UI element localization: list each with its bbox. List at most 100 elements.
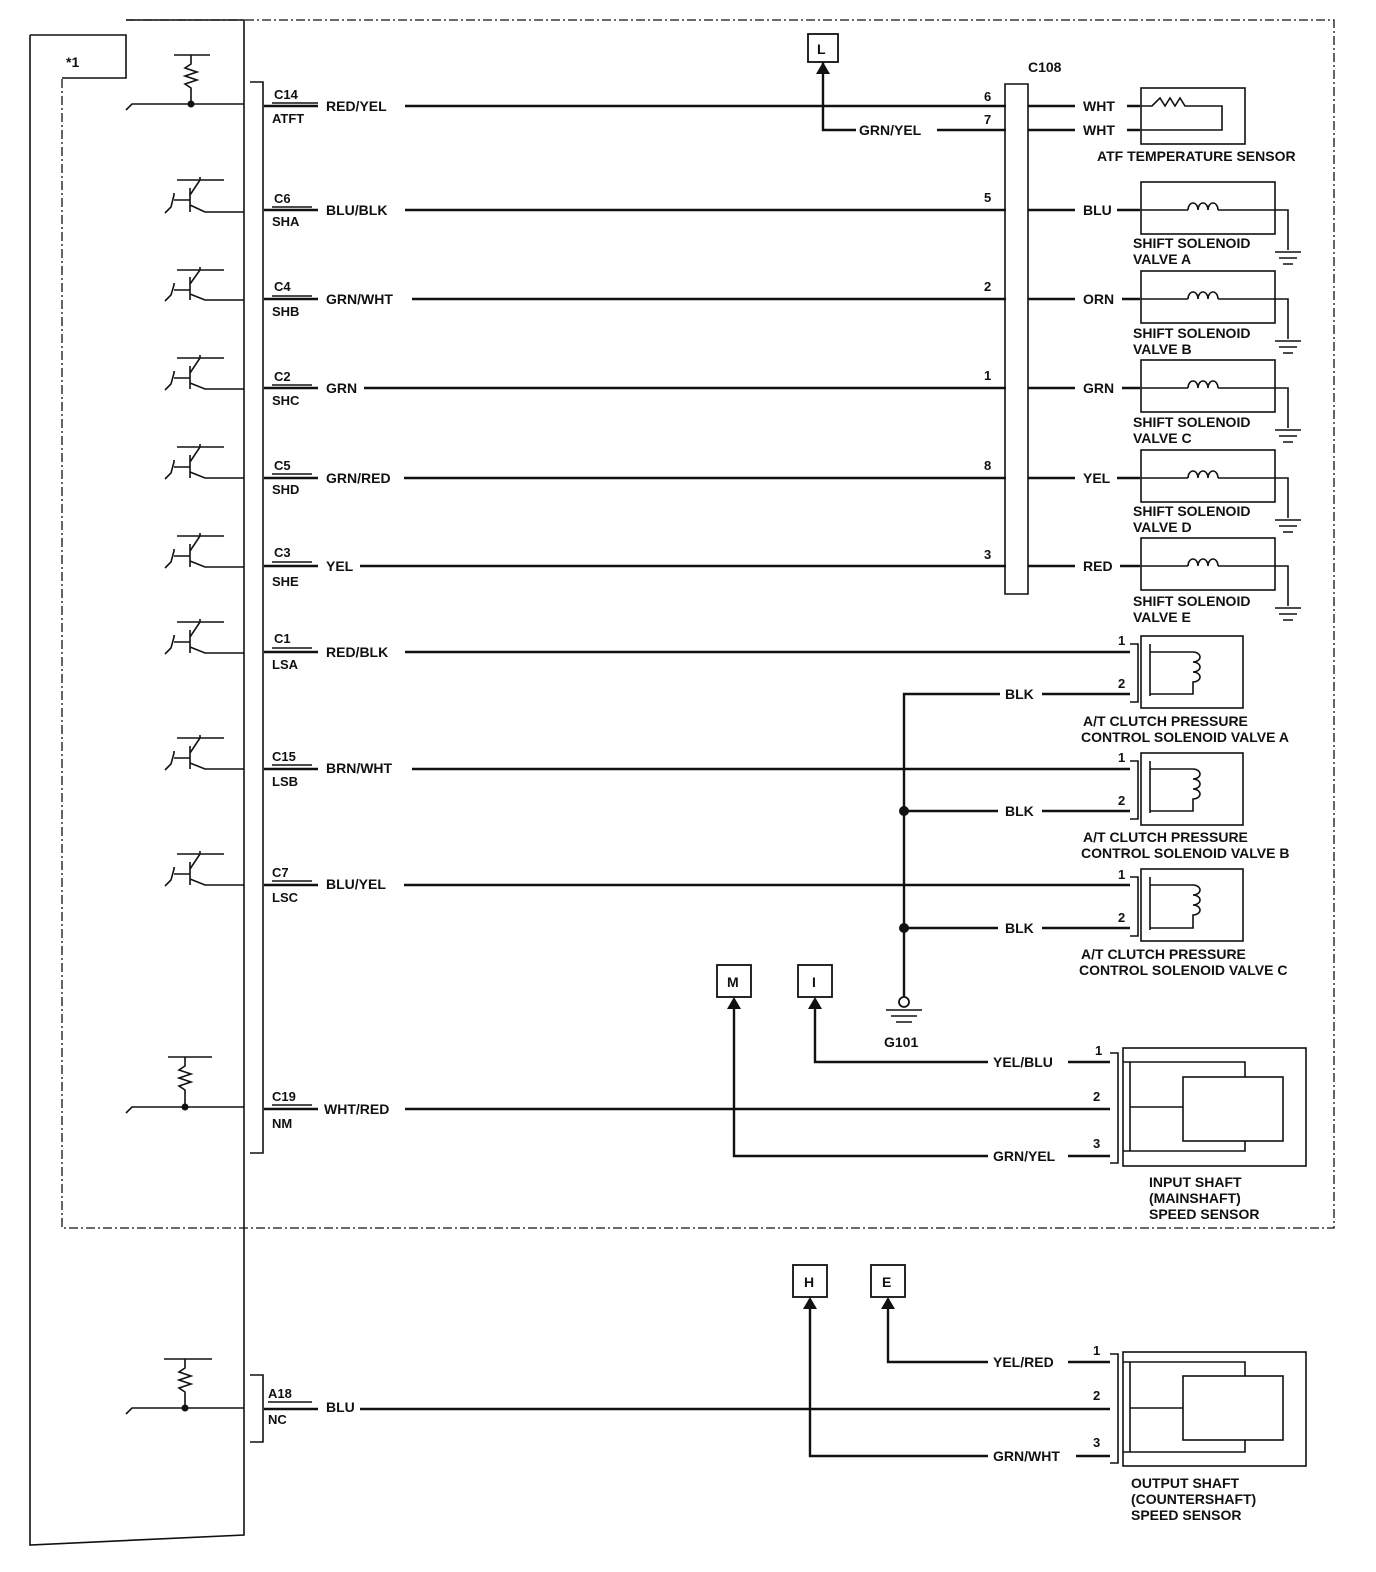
- c108-pin-numbers: 6 7 5 2 1 8 3: [984, 89, 991, 562]
- wire-color: YEL: [326, 558, 354, 574]
- sensor-label: SPEED SENSOR: [1149, 1206, 1259, 1222]
- ref-box-label: H: [804, 1274, 814, 1290]
- clutch-valve-label: CONTROL SOLENOID VALVE B: [1081, 845, 1289, 861]
- signal-label: NM: [272, 1116, 292, 1131]
- clutch-valve-label: CONTROL SOLENOID VALVE C: [1079, 962, 1287, 978]
- sensor-pin: 2: [1093, 1089, 1100, 1104]
- wire-color: GRN/WHT: [326, 291, 393, 307]
- pin-underlines: [268, 102, 318, 1403]
- signal-label: SHD: [272, 482, 299, 497]
- wires-to-c108: [264, 104, 1006, 568]
- ecm-connector-a-bracket: [250, 1374, 264, 1443]
- solenoid-wire-color: YEL: [1083, 470, 1111, 486]
- sensor-wire-color: WHT: [1083, 98, 1115, 114]
- clutch-pin: 2: [1118, 676, 1125, 691]
- clutch-valve-label: A/T CLUTCH PRESSURE: [1083, 713, 1248, 729]
- atf-sensor-label: ATF TEMPERATURE SENSOR: [1097, 148, 1296, 164]
- wire-color: WHT/RED: [324, 1101, 389, 1117]
- sensor-label: (COUNTERSHAFT): [1131, 1491, 1256, 1507]
- ecm-note: *1: [66, 54, 79, 70]
- c108-connector: [1004, 83, 1029, 595]
- clutch-pin: 2: [1118, 793, 1125, 808]
- clutch-valve-c: 1 2 BLK A/T CLUTCH PRESSURE CONTROL SOLE…: [1005, 867, 1287, 978]
- sensor-pin: 3: [1093, 1435, 1100, 1450]
- signal-label: SHB: [272, 304, 299, 319]
- pin-label: C15: [272, 749, 296, 764]
- sensor-pin: 1: [1093, 1343, 1100, 1358]
- clutch-pin: 1: [1118, 633, 1125, 648]
- solenoid-label: VALVE D: [1133, 519, 1192, 535]
- solenoid-label: SHIFT SOLENOID: [1133, 414, 1250, 430]
- ref-box-label: E: [882, 1274, 891, 1290]
- sensor-pin: 2: [1093, 1388, 1100, 1403]
- shift-solenoid-d: YEL SHIFT SOLENOID VALVE D: [1028, 449, 1301, 535]
- solenoid-wire-color: ORN: [1083, 291, 1114, 307]
- signal-label: LSB: [272, 774, 298, 789]
- ecm-pin-labels: C14 ATFT C6 SHA C4 SHB C2 SHC C5 SHD C3 …: [268, 87, 304, 1427]
- pin-label: C1: [274, 631, 291, 646]
- ground-wire-color: BLK: [1005, 686, 1034, 702]
- pin-label: C7: [272, 865, 289, 880]
- pin-label: C19: [272, 1089, 296, 1104]
- pin-label: C6: [274, 191, 291, 206]
- shift-solenoid-a: BLU SHIFT SOLENOID VALVE A: [1028, 181, 1301, 267]
- wire-color: BLU: [326, 1399, 355, 1415]
- pin-label: C14: [274, 87, 299, 102]
- pin-label: A18: [268, 1386, 292, 1401]
- wire-color: BRN/WHT: [326, 760, 393, 776]
- solenoid-wire-color: RED: [1083, 558, 1113, 574]
- wire-color: BLU/YEL: [326, 876, 386, 892]
- c108-pin: 5: [984, 190, 991, 205]
- shift-solenoid-e: RED SHIFT SOLENOID VALVE E: [1028, 537, 1301, 625]
- pin-label: C2: [274, 369, 291, 384]
- solenoid-label: VALVE B: [1133, 341, 1192, 357]
- signal-label: SHA: [272, 214, 300, 229]
- signal-label: SHE: [272, 574, 299, 589]
- clutch-valve-a: 1 2 BLK A/T CLUTCH PRESSURE CONTROL SOLE…: [1005, 633, 1289, 745]
- sensor-label: INPUT SHAFT: [1149, 1174, 1242, 1190]
- signal-label: NC: [268, 1412, 287, 1427]
- sensor-label: OUTPUT SHAFT: [1131, 1475, 1240, 1491]
- ecm-wire-colors: RED/YEL BLU/BLK GRN/WHT GRN GRN/RED YEL …: [324, 98, 393, 1415]
- c108-pin: 2: [984, 279, 991, 294]
- ground-wire-color: BLK: [1005, 920, 1034, 936]
- clutch-pin: 1: [1118, 750, 1125, 765]
- ecm-pullup-resistor-nm: [125, 1056, 244, 1114]
- ref-box-label: M: [727, 974, 739, 990]
- solenoid-label: VALVE E: [1133, 609, 1191, 625]
- ecm-outline: [29, 19, 1335, 1546]
- wire-color: BLU/BLK: [326, 202, 387, 218]
- wire-color: GRN: [326, 380, 357, 396]
- solenoid-wire-color: GRN: [1083, 380, 1114, 396]
- solenoid-label: VALVE A: [1133, 251, 1191, 267]
- shift-solenoid-c: GRN SHIFT SOLENOID VALVE C: [1028, 359, 1301, 446]
- shift-solenoid-b: ORN SHIFT SOLENOID VALVE B: [1028, 270, 1301, 357]
- c108-pin: 7: [984, 112, 991, 127]
- solenoid-label: VALVE C: [1133, 430, 1192, 446]
- solenoid-label: SHIFT SOLENOID: [1133, 593, 1250, 609]
- solenoid-wire-color: BLU: [1083, 202, 1112, 218]
- clutch-pin: 1: [1118, 867, 1125, 882]
- wire-color: RED/YEL: [326, 98, 387, 114]
- sensor-pin: 1: [1095, 1043, 1102, 1058]
- clutch-valve-b: 1 2 BLK A/T CLUTCH PRESSURE CONTROL SOLE…: [1005, 750, 1289, 861]
- atf-temperature-sensor: L GRN/YEL WHT WHT ATF TEMPERATURE SENSOR: [807, 33, 1296, 164]
- ref-box-label: L: [817, 41, 826, 57]
- output-shaft-speed-sensor: H E 1 2 3 YEL/RED GRN/WHT OUTPUT SHAFT (…: [264, 1264, 1307, 1523]
- clutch-valve-label: A/T CLUTCH PRESSURE: [1081, 946, 1246, 962]
- sensor-wire-color: WHT: [1083, 122, 1115, 138]
- pin-label: C4: [274, 279, 291, 294]
- jumper-wire-color: GRN/YEL: [859, 122, 922, 138]
- solenoid-label: SHIFT SOLENOID: [1133, 503, 1250, 519]
- input-shaft-speed-sensor: M I 1 2 3 YEL/BLU GRN/YEL INPUT SHAFT (M…: [264, 964, 1307, 1222]
- clutch-pressure-valves: 1 2 BLK A/T CLUTCH PRESSURE CONTROL SOLE…: [264, 633, 1289, 1000]
- clutch-valve-label: CONTROL SOLENOID VALVE A: [1081, 729, 1289, 745]
- sensor-wire-color: YEL/BLU: [993, 1054, 1053, 1070]
- sensor-wire-color: GRN/WHT: [993, 1448, 1060, 1464]
- c108-pin: 3: [984, 547, 991, 562]
- signal-label: LSC: [272, 890, 299, 905]
- solenoid-label: SHIFT SOLENOID: [1133, 235, 1250, 251]
- shift-solenoid-valves: BLU SHIFT SOLENOID VALVE A ORN SHIFT SOL…: [1028, 181, 1301, 625]
- ecm-transistor-symbols: [164, 177, 244, 887]
